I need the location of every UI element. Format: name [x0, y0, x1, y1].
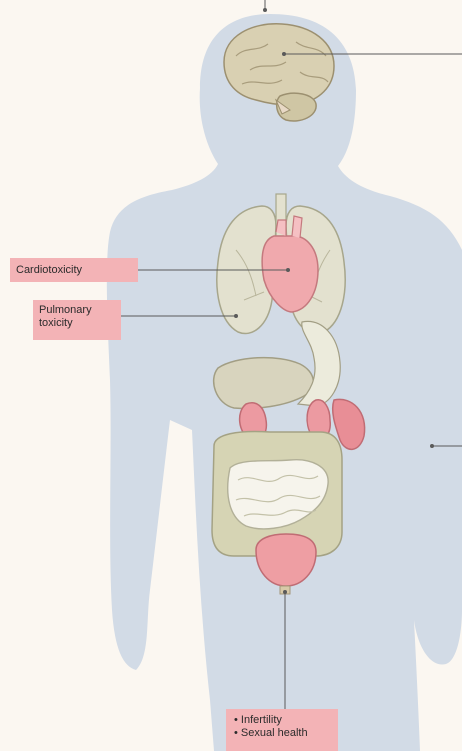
pulmonary-label-line1: Pulmonary — [39, 304, 115, 317]
cardiotoxicity-label: Cardiotoxicity — [10, 258, 138, 282]
pulmonary-label-line2: toxicity — [39, 317, 115, 330]
reproductive-effects-label: Infertility Sexual health — [226, 709, 338, 751]
infertility-item: Infertility — [234, 714, 330, 727]
pulmonary-toxicity-label: Pulmonary toxicity — [33, 300, 121, 340]
sexual-health-item: Sexual health — [234, 727, 330, 740]
